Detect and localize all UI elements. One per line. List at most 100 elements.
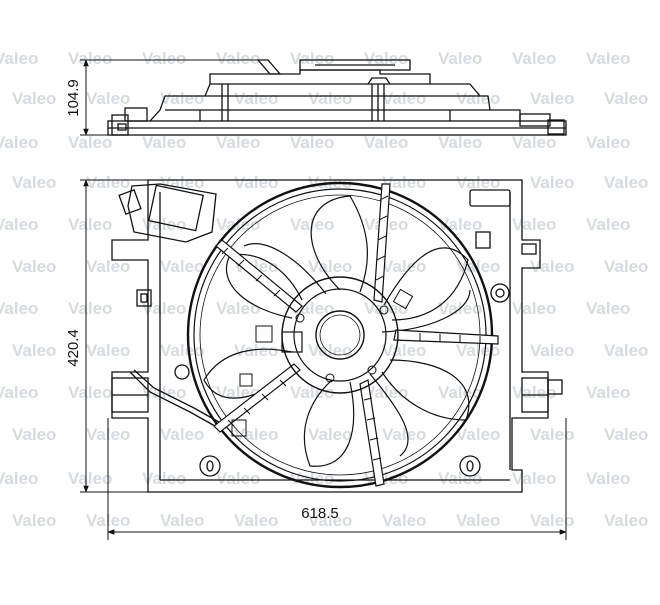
watermark-text: Valeo [160,341,204,360]
dimension-height-main [80,179,148,493]
watermark-text: Valeo [604,257,648,276]
watermark-text: Valeo [512,299,556,318]
watermark-text: Valeo [512,383,556,402]
watermark-text: Valeo [0,469,38,488]
watermark-text: Valeo [290,299,334,318]
watermark-text: Valeo [216,469,260,488]
watermark-text: Valeo [0,383,38,402]
watermark-text: Valeo [290,133,334,152]
dimension-width [107,418,567,540]
watermark-text: Valeo [68,49,112,68]
dimension-label-width: 618.5 [301,505,339,522]
watermark-text: Valeo [364,133,408,152]
watermark-text: Valeo [512,215,556,234]
watermark-text: Valeo [0,49,38,68]
watermark-text: Valeo [142,299,186,318]
watermark-text: Valeo [604,341,648,360]
watermark-text: Valeo [604,425,648,444]
watermark-text: Valeo [290,383,334,402]
watermark-text: Valeo [586,215,630,234]
watermark-text: Valeo [142,49,186,68]
dimension-label-top: 104.9 [65,79,82,117]
watermark-text: Valeo [456,425,500,444]
watermark-text: Valeo [530,425,574,444]
watermark-text: Valeo [530,89,574,108]
watermark-text: Valeo [382,257,426,276]
watermark-text: Valeo [216,215,260,234]
watermark-text: Valeo [216,49,260,68]
watermark-text: Valeo [586,133,630,152]
watermark-text: Valeo [160,257,204,276]
watermark-text: Valeo [12,257,56,276]
watermark-text: Valeo [364,49,408,68]
watermark-text: Valeo [456,173,500,192]
watermark-layer: ValeoValeoValeoValeoValeoValeoValeoValeo… [0,49,648,530]
watermark-text: Valeo [530,173,574,192]
dimension-height-top [80,59,258,136]
watermark-text: Valeo [142,469,186,488]
watermark-text: Valeo [438,383,482,402]
watermark-text: Valeo [382,89,426,108]
watermark-text: Valeo [586,383,630,402]
top-view-profile [107,59,567,136]
watermark-text: Valeo [216,299,260,318]
watermark-text: Valeo [512,49,556,68]
watermark-text: Valeo [456,511,500,530]
watermark-text: Valeo [382,511,426,530]
watermark-text: Valeo [530,511,574,530]
motor-hub [231,276,414,437]
watermark-text: Valeo [308,257,352,276]
watermark-text: Valeo [382,173,426,192]
watermark-text: Valeo [86,89,130,108]
watermark-text: Valeo [512,469,556,488]
watermark-text: Valeo [142,133,186,152]
watermark-text: Valeo [12,511,56,530]
watermark-text: Valeo [382,341,426,360]
watermark-text: Valeo [68,469,112,488]
watermark-text: Valeo [438,133,482,152]
watermark-text: Valeo [530,341,574,360]
watermark-text: Valeo [160,173,204,192]
dimension-label-main: 420.4 [65,329,82,367]
watermark-text: Valeo [160,511,204,530]
watermark-text: Valeo [438,49,482,68]
watermark-text: Valeo [68,215,112,234]
watermark-text: Valeo [586,49,630,68]
watermark-text: Valeo [290,49,334,68]
watermark-text: Valeo [12,425,56,444]
watermark-text: Valeo [0,215,38,234]
watermark-text: Valeo [512,133,556,152]
watermark-text: Valeo [234,425,278,444]
watermark-text: Valeo [308,511,352,530]
watermark-text: Valeo [216,133,260,152]
watermark-text: Valeo [364,383,408,402]
fan-struts [213,183,499,487]
watermark-text: Valeo [0,299,38,318]
watermark-text: Valeo [530,257,574,276]
watermark-text: Valeo [12,173,56,192]
front-view-shroud [111,179,563,493]
fan-blades [203,195,471,467]
watermark-text: Valeo [0,133,38,152]
watermark-text: Valeo [234,173,278,192]
watermark-text: Valeo [160,89,204,108]
watermark-text: Valeo [68,383,112,402]
watermark-text: Valeo [12,89,56,108]
watermark-text: Valeo [604,173,648,192]
watermark-text: Valeo [586,469,630,488]
watermark-text: Valeo [456,341,500,360]
strut-hatching [221,195,481,461]
watermark-text: Valeo [86,173,130,192]
watermark-text: Valeo [456,89,500,108]
watermark-text: Valeo [382,425,426,444]
watermark-text: Valeo [86,257,130,276]
watermark-text: Valeo [86,341,130,360]
watermark-text: Valeo [234,511,278,530]
watermark-text: Valeo [308,425,352,444]
watermark-text: Valeo [234,341,278,360]
watermark-text: Valeo [308,89,352,108]
watermark-text: Valeo [68,133,112,152]
watermark-text: Valeo [234,89,278,108]
watermark-text: Valeo [604,511,648,530]
